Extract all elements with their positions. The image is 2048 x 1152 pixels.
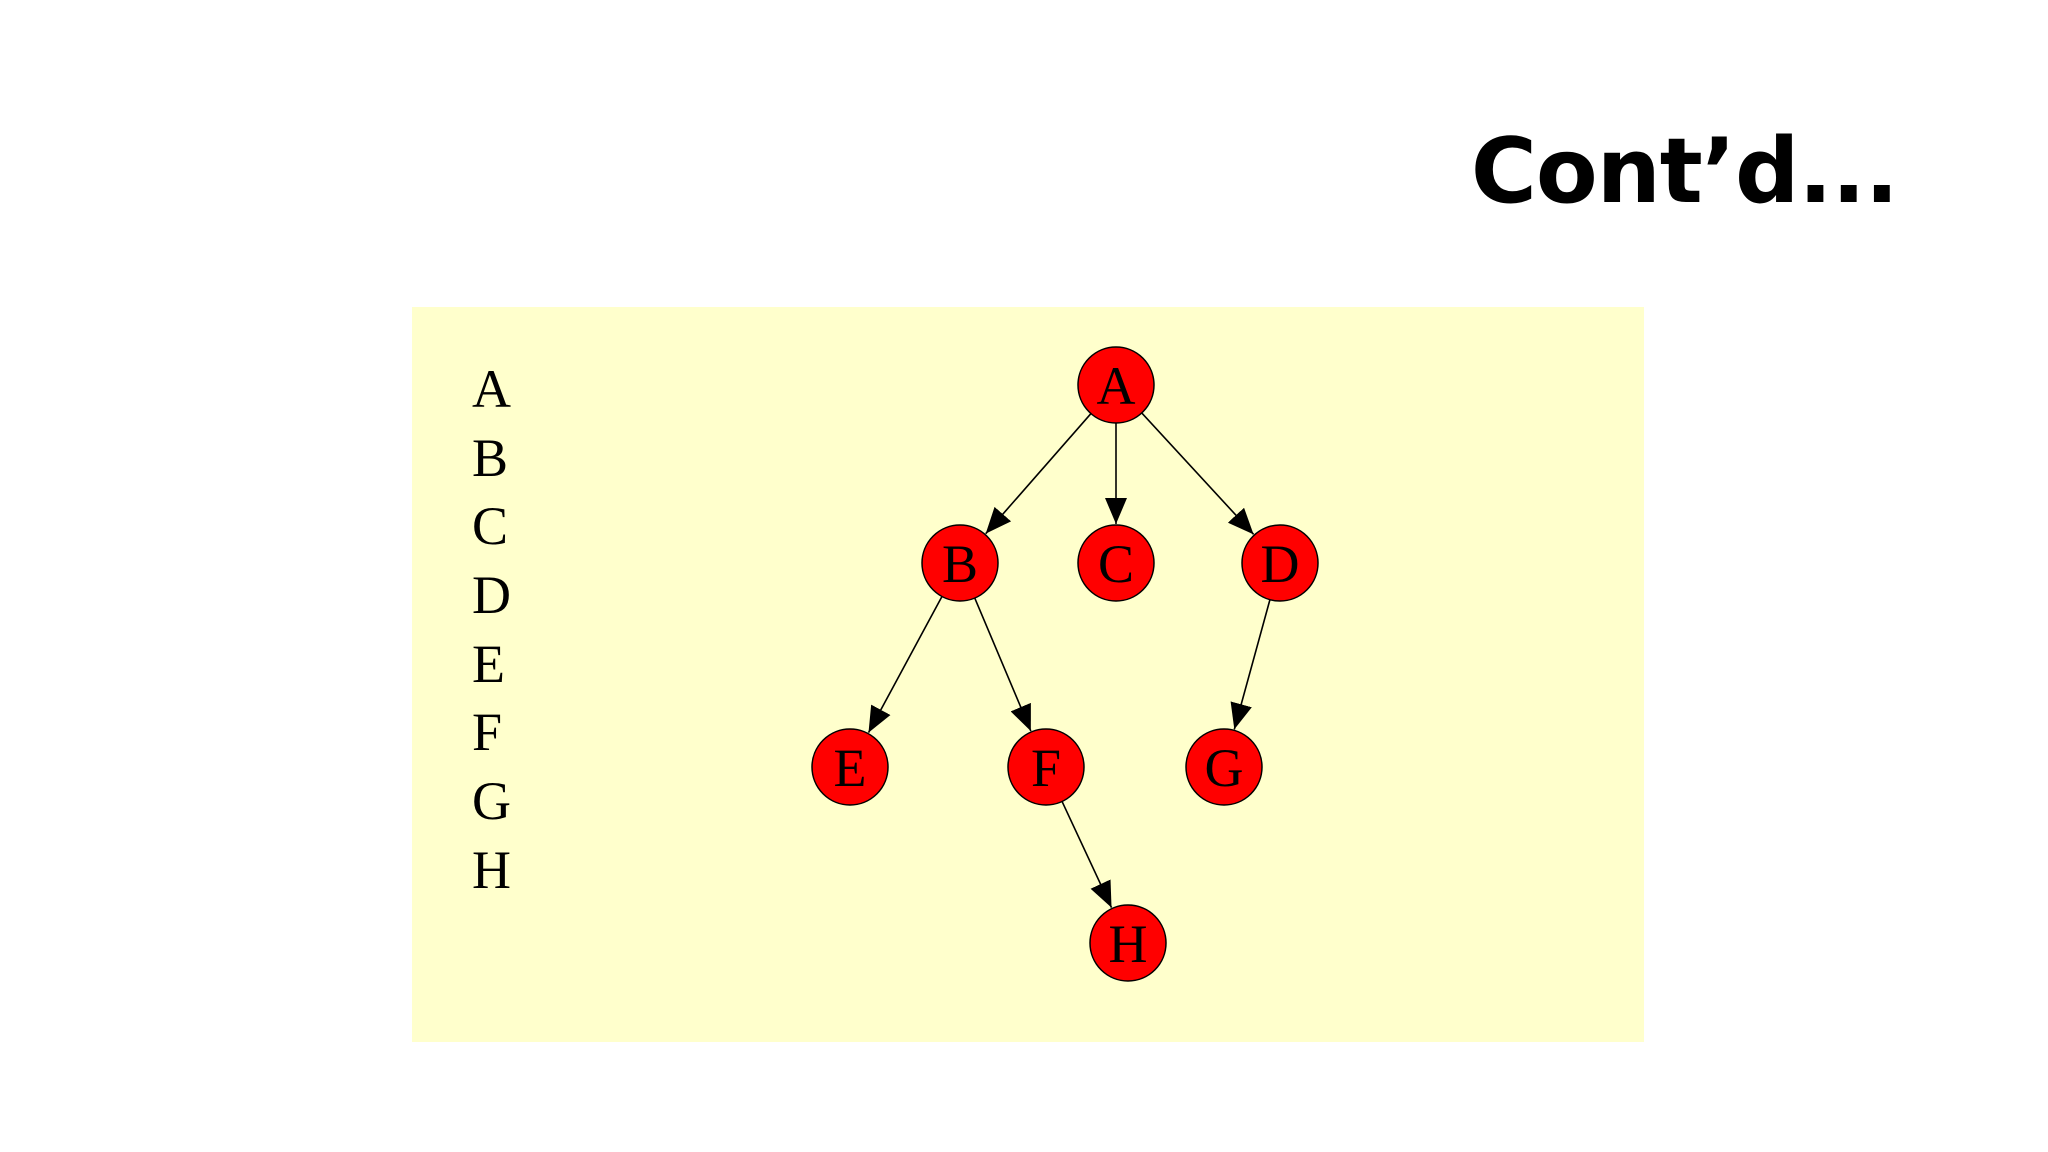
node-label: G — [1205, 738, 1244, 798]
node-circle — [1089, 904, 1167, 982]
tree-node-e: E — [811, 728, 889, 806]
traversal-order-item: F — [472, 702, 503, 763]
tree-node-h: H — [1089, 904, 1167, 982]
node-label: F — [1031, 738, 1061, 798]
tree-nodes: A B C D E F G H — [811, 346, 1319, 982]
node-label: D — [1261, 534, 1300, 594]
edge-a-d — [1141, 412, 1255, 535]
node-label: E — [834, 738, 867, 798]
traversal-order-item: A — [472, 359, 511, 419]
edge-b-f — [974, 597, 1032, 732]
node-circle — [1077, 346, 1155, 424]
traversal-order-item: D — [472, 565, 511, 626]
node-label: H — [1109, 914, 1148, 974]
tree-node-g: G — [1185, 728, 1263, 806]
node-label: C — [1098, 534, 1134, 594]
slide-title: Cont’d... — [1470, 119, 1899, 224]
edge-b-e — [867, 596, 943, 734]
node-label: A — [1097, 356, 1136, 416]
node-circle — [1077, 524, 1155, 602]
node-circle — [1007, 728, 1085, 806]
tree-node-b: B — [921, 524, 999, 602]
traversal-order-item: G — [472, 771, 511, 832]
edge-d-g — [1230, 599, 1271, 730]
traversal-order-list: A B C D E F G H — [472, 355, 511, 905]
tree-node-c: C — [1077, 524, 1155, 602]
traversal-order-item: E — [472, 633, 505, 694]
traversal-order-item: B — [472, 427, 509, 488]
edge-a-b — [985, 413, 1092, 535]
node-circle — [811, 728, 889, 806]
tree-node-f: F — [1007, 728, 1085, 806]
tree-edges — [867, 412, 1271, 908]
node-circle — [921, 524, 999, 602]
tree-diagram: A B C D E F G H — [811, 346, 1319, 982]
traversal-order-item: H — [472, 839, 511, 900]
tree-node-d: D — [1241, 524, 1319, 602]
traversal-order-item: C — [472, 496, 509, 557]
node-label: B — [942, 534, 978, 594]
node-circle — [1241, 524, 1319, 602]
tree-node-a: A — [1077, 346, 1155, 424]
edge-f-h — [1061, 801, 1113, 908]
node-circle — [1185, 728, 1263, 806]
